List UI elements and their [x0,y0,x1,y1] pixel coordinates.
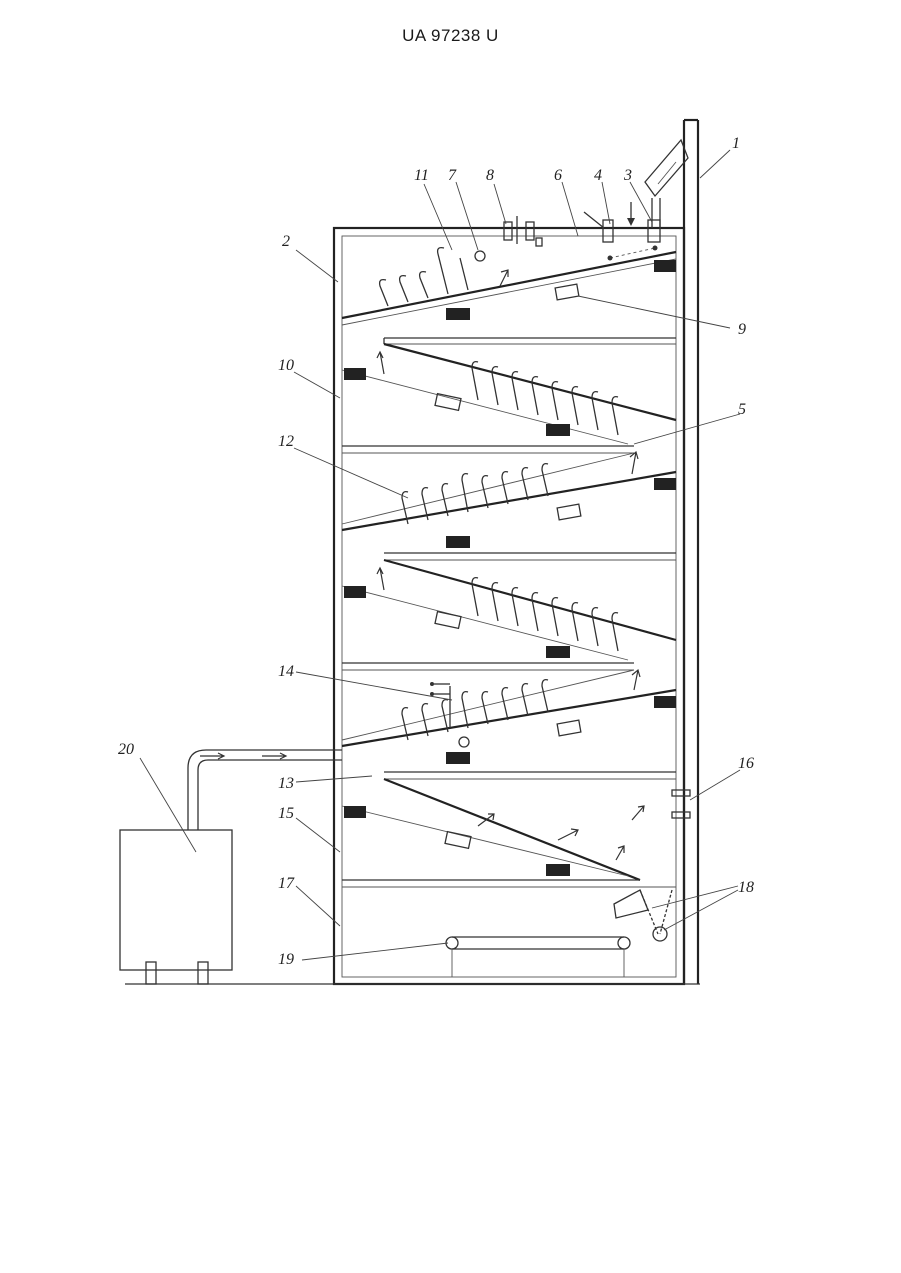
leader-lines [140,150,740,960]
callout-6: 6 [554,167,562,184]
callout-14: 14 [278,663,294,680]
callout-3: 3 [623,167,632,184]
callout-5: 5 [738,401,746,418]
callout-11: 11 [414,167,429,184]
sensor-probe [430,682,469,747]
callout-12: 12 [278,433,294,450]
callout-20: 20 [118,741,134,758]
callout-8: 8 [486,167,494,184]
callout-17: 17 [278,875,295,892]
callout-9: 9 [738,321,746,338]
callout-10: 10 [278,357,294,374]
callout-2: 2 [282,233,290,250]
callout-18: 18 [738,879,754,896]
callout-4: 4 [594,167,602,184]
callout-15: 15 [278,805,294,822]
callout-7: 7 [448,167,457,184]
riser-valve [672,790,690,818]
callout-19: 19 [278,951,294,968]
hanging-hooks [380,248,618,740]
callout-16: 16 [738,755,754,772]
feed-hopper [645,140,688,228]
bottom-conveyor [446,937,630,977]
callout-13: 13 [278,775,294,792]
top-devices [475,202,660,261]
callout-1: 1 [732,135,740,152]
heat-generator [120,750,342,984]
discharge-chute [614,890,672,941]
callout-labels: 1 2 3 4 5 6 7 8 9 10 11 12 13 14 15 16 1… [118,135,754,968]
housing [125,120,700,984]
inclined-shelves [342,252,676,887]
